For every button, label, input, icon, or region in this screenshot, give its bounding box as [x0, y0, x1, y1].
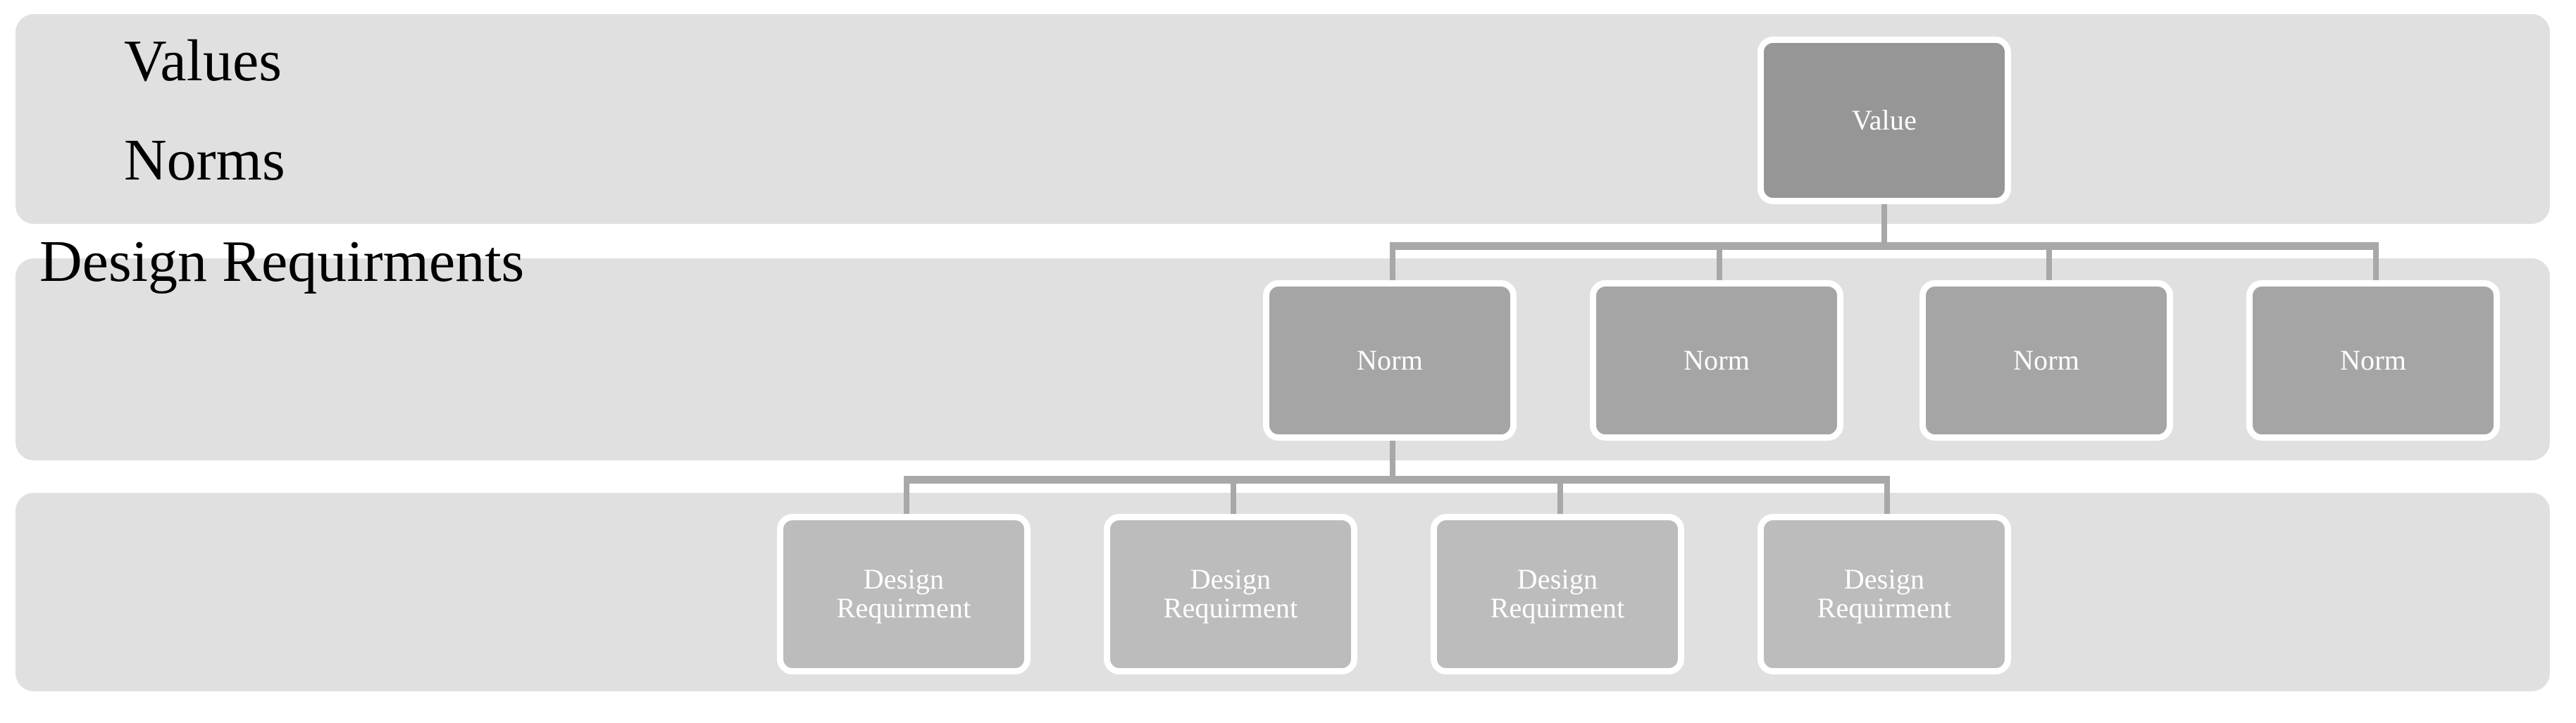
node-design-requirment-line-1: Design: [1190, 563, 1271, 596]
node-design-requirment-label: Design Requirment: [1817, 565, 1952, 623]
node-design-requirment-line-2: Requirment: [836, 592, 971, 624]
node-norm-2[interactable]: Norm: [1590, 280, 1843, 441]
node-design-requirment-line-2: Requirment: [1163, 592, 1298, 624]
node-norm-label: Norm: [1683, 344, 1750, 376]
node-design-requirment-label: Design Requirment: [1491, 565, 1625, 623]
connector-value-to-norm-4: [2373, 242, 2379, 293]
node-value-label: Value: [1851, 103, 1917, 136]
connector-value-stem: [1881, 204, 1887, 246]
node-norm-3[interactable]: Norm: [1919, 280, 2173, 441]
node-design-requirment-line-2: Requirment: [1490, 592, 1625, 624]
node-norm-4[interactable]: Norm: [2246, 280, 2500, 441]
connector-norm-bus: [904, 476, 1890, 484]
node-design-requirment-label: Design Requirment: [1164, 565, 1298, 623]
node-design-requirment-line-1: Design: [1517, 563, 1598, 596]
connector-value-to-norm-3: [2046, 242, 2052, 293]
node-design-requirment-line-1: Design: [863, 563, 945, 596]
node-norm-label: Norm: [1356, 344, 1424, 376]
node-design-requirment-4[interactable]: Design Requirment: [1757, 514, 2011, 674]
node-norm-1[interactable]: Norm: [1263, 280, 1517, 441]
node-design-requirment-line-1: Design: [1843, 563, 1925, 596]
row-label-norms: Norms: [124, 127, 285, 193]
connector-norm-to-design-requirment-4: [1884, 476, 1890, 527]
connector-norm-to-design-requirment-3: [1557, 476, 1563, 527]
node-norm-label: Norm: [2339, 344, 2407, 376]
node-design-requirment-3[interactable]: Design Requirment: [1431, 514, 1684, 674]
row-label-values: Values: [124, 28, 282, 94]
node-norm-label: Norm: [2012, 344, 2080, 376]
row-band-values: [15, 14, 2550, 224]
connector-norm-to-design-requirment-1: [904, 476, 909, 527]
node-value[interactable]: Value: [1757, 37, 2011, 204]
connector-value-bus: [1390, 242, 2379, 250]
row-label-design-requirments: Design Requirments: [39, 229, 525, 294]
connector-value-to-norm-1: [1390, 242, 1395, 293]
node-design-requirment-1[interactable]: Design Requirment: [777, 514, 1031, 674]
connector-norm-stem: [1390, 440, 1395, 480]
connector-norm-to-design-requirment-2: [1231, 476, 1236, 527]
connector-value-to-norm-2: [1717, 242, 1722, 293]
node-design-requirment-line-2: Requirment: [1817, 592, 1952, 624]
node-design-requirment-label: Design Requirment: [837, 565, 971, 623]
node-design-requirment-2[interactable]: Design Requirment: [1104, 514, 1357, 674]
